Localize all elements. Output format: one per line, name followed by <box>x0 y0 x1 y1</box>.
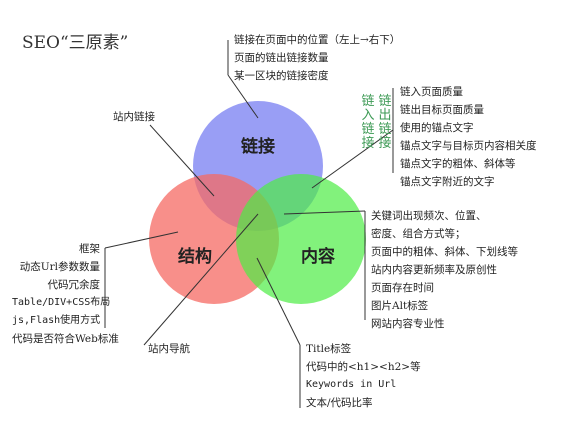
structure-item: 框架 <box>79 243 100 255</box>
venn-circles <box>149 101 366 304</box>
top-item: 链接在页面中的位置（左上→右下） <box>234 34 401 46</box>
link-quality-item: 锚点文字附近的文字 <box>400 176 495 188</box>
connector-lines <box>104 40 394 408</box>
tags-item: 代码中的<h1><h2>等 <box>306 361 421 373</box>
tags-item: Keywords in Url <box>306 379 397 390</box>
structure-item: 动态Url参数数量 <box>19 261 100 273</box>
tags-item: Title标签 <box>306 343 352 355</box>
inbound-links-vertical: 链入链接 <box>361 95 375 151</box>
outbound-links-char: 链 <box>378 94 392 109</box>
top-connector <box>227 74 259 119</box>
outbound-links-char: 链 <box>378 122 392 137</box>
structure-annotation: 框架 动态Url参数数量 代码冗余度 Table/DIV+CSS布局 js,Fl… <box>12 240 119 348</box>
link-quality-connector <box>311 129 394 189</box>
navigation-connector <box>143 213 259 346</box>
link-quality-item: 锚点文字与目标页内容相关度 <box>400 140 537 152</box>
link-quality-item: 链出目标页面质量 <box>400 104 484 116</box>
structure-item: js,Flash使用方式 <box>12 315 101 326</box>
tags-annotation: Title标签 代码中的<h1><h2>等 Keywords in Url 文本… <box>306 340 421 412</box>
content-circle <box>236 174 366 304</box>
internal-links-annotation: 站内链接 <box>113 111 155 123</box>
content-item: 站内内容更新频率及原创性 <box>371 264 497 276</box>
link-quality-item: 锚点文字的粗体、斜体等 <box>400 158 516 170</box>
structure-item: 代码是否符合Web标准 <box>12 333 119 345</box>
outbound-links-char: 接 <box>378 136 392 151</box>
link-quality-item: 使用的锚点文字 <box>400 122 474 134</box>
structure-connector <box>104 231 179 249</box>
content-annotation: 关键词出现频次、位置、 密度、组合方式等； 页面中的粗体、斜体、下划线等 站内内… <box>371 207 518 333</box>
content-item: 网站内容专业性 <box>371 318 445 330</box>
outbound-links-char: 出 <box>378 108 392 123</box>
link-quality-item: 链入页面质量 <box>400 86 463 98</box>
content-item: 关键词出现频次、位置、 <box>371 210 487 222</box>
inbound-links-char: 入 <box>361 108 375 123</box>
structure-item: 代码冗余度 <box>47 279 101 291</box>
tags-item: 文本/代码比率 <box>306 397 373 409</box>
content-connector <box>283 210 366 215</box>
structure-item: Table/DIV+CSS布局 <box>12 297 111 308</box>
content-item: 图片Alt标签 <box>371 300 429 312</box>
content-item: 页面中的粗体、斜体、下划线等 <box>371 246 518 258</box>
inbound-links-char: 接 <box>361 136 375 151</box>
link-quality-annotation: 链入页面质量 链出目标页面质量 使用的锚点文字 锚点文字与目标页内容相关度 锚点… <box>400 83 537 191</box>
inbound-links-char: 链 <box>361 94 375 109</box>
outbound-links-vertical: 链出链接 <box>378 95 392 151</box>
structure-label: 结构 <box>178 246 212 267</box>
top-item: 页面的链出链接数量 <box>234 52 329 64</box>
links-label: 链接 <box>241 136 275 157</box>
internal-links-connector <box>149 124 215 197</box>
top-annotation: 链接在页面中的位置（左上→右下） 页面的链出链接数量 某一区块的链接密度 <box>234 31 400 85</box>
content-label: 内容 <box>301 246 335 267</box>
inbound-links-char: 链 <box>361 122 375 137</box>
content-item: 密度、组合方式等； <box>371 228 466 240</box>
tags-connector <box>256 257 301 346</box>
content-item: 页面存在时间 <box>371 282 434 294</box>
navigation-annotation: 站内导航 <box>148 343 190 355</box>
page-title: SEO“三原素” <box>22 33 129 53</box>
top-item: 某一区块的链接密度 <box>234 70 329 82</box>
